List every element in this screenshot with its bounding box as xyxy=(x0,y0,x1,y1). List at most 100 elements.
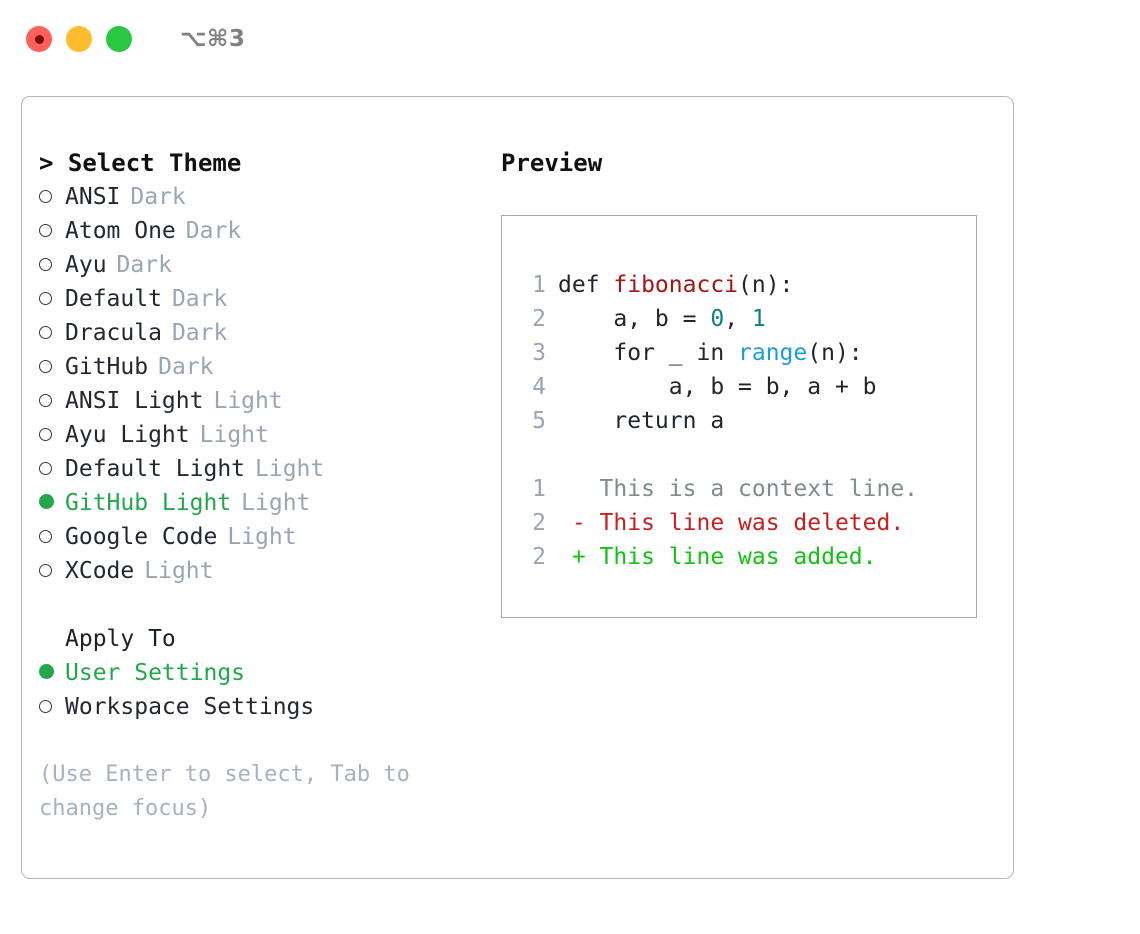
theme-option-label: XCode xyxy=(65,558,135,584)
code-line: 4 a, b = b, a + b xyxy=(522,370,976,404)
code-token-plain: a, b = b, a + b xyxy=(558,374,877,400)
code-line-content: a, b = 0, 1 xyxy=(558,302,766,336)
theme-option-github-light[interactable]: GitHub Light Light xyxy=(39,486,489,520)
radio-unselected-icon[interactable] xyxy=(39,360,65,373)
radio-dot xyxy=(39,700,52,713)
apply-to-option-user-settings[interactable]: User Settings xyxy=(39,656,489,690)
radio-unselected-icon[interactable] xyxy=(39,700,65,713)
radio-unselected-icon[interactable] xyxy=(39,190,65,203)
line-number: 2 xyxy=(532,510,546,536)
apply-to-option-workspace-settings[interactable]: Workspace Settings xyxy=(39,690,489,724)
code-line-content: for _ in range(n): xyxy=(558,336,863,370)
radio-unselected-icon[interactable] xyxy=(39,326,65,339)
line-number: 5 xyxy=(532,408,546,434)
radio-dot xyxy=(39,360,52,373)
radio-dot xyxy=(39,224,52,237)
code-token-num: 0 xyxy=(710,306,725,332)
code-line: 3 for _ in range(n): xyxy=(522,336,976,370)
radio-dot xyxy=(39,394,52,407)
code-token-builtin: range xyxy=(738,340,808,366)
code-line: 2 a, b = 0, 1 xyxy=(522,302,976,336)
radio-unselected-icon[interactable] xyxy=(39,292,65,305)
theme-option-variant: Light xyxy=(255,456,325,482)
theme-option-label: Default Light xyxy=(65,456,246,482)
preview-heading: Preview xyxy=(501,149,603,177)
diff-line-ctx: 1 This is a context line. xyxy=(522,472,976,506)
radio-unselected-icon[interactable] xyxy=(39,224,65,237)
theme-option-google-code[interactable]: Google Code Light xyxy=(39,520,489,554)
keyboard-hint-text: (Use Enter to select, Tab to change focu… xyxy=(39,762,410,821)
radio-dot xyxy=(39,530,52,543)
theme-option-label: Ayu xyxy=(65,252,107,278)
theme-option-variant: Dark xyxy=(171,320,228,346)
code-token-num: 1 xyxy=(751,306,766,332)
diff-sample: 1 This is a context line.2 - This line w… xyxy=(522,472,976,574)
radio-unselected-icon[interactable] xyxy=(39,564,65,577)
theme-option-label: Google Code xyxy=(65,524,218,550)
radio-unselected-icon[interactable] xyxy=(39,428,65,441)
diff-line-content: - This line was deleted. xyxy=(558,510,905,536)
select-theme-heading: > Select Theme xyxy=(39,149,242,177)
radio-unselected-icon[interactable] xyxy=(39,462,65,475)
apply-to-heading: Apply To xyxy=(65,626,176,652)
theme-option-variant: Light xyxy=(144,558,214,584)
code-token-plain: def xyxy=(558,272,614,298)
radio-dot xyxy=(39,428,52,441)
line-number: 1 xyxy=(532,476,546,502)
diff-line-content: This is a context line. xyxy=(558,476,919,502)
radio-unselected-icon[interactable] xyxy=(39,394,65,407)
theme-option-label: Default xyxy=(65,286,162,312)
theme-option-variant: Dark xyxy=(171,286,228,312)
theme-option-label: Dracula xyxy=(65,320,162,346)
code-token-fn: fibonacci xyxy=(613,272,739,298)
line-number: 2 xyxy=(532,544,546,570)
theme-option-variant: Light xyxy=(241,490,311,516)
spacer xyxy=(522,438,976,472)
window-controls xyxy=(26,26,132,52)
radio-dot xyxy=(39,664,54,679)
code-line-content: def fibonacci(n): xyxy=(558,268,793,302)
theme-option-label: GitHub Light xyxy=(65,490,232,516)
code-token-plain: (n): xyxy=(738,272,794,298)
diff-line-add: 2 + This line was added. xyxy=(522,540,976,574)
theme-option-xcode[interactable]: XCode Light xyxy=(39,554,489,588)
theme-option-default-light[interactable]: Default Light Light xyxy=(39,452,489,486)
theme-option-label: ANSI Light xyxy=(65,388,204,414)
radio-unselected-icon[interactable] xyxy=(39,258,65,271)
minimize-button[interactable] xyxy=(66,26,92,52)
theme-option-dracula[interactable]: Dracula Dark xyxy=(39,316,489,350)
diff-line-del: 2 - This line was deleted. xyxy=(522,506,976,540)
theme-option-label: GitHub xyxy=(65,354,149,380)
theme-option-default[interactable]: Default Dark xyxy=(39,282,489,316)
diff-line-content: + This line was added. xyxy=(558,544,877,570)
radio-selected-icon[interactable] xyxy=(39,664,65,679)
code-line-content: return a xyxy=(558,404,724,438)
apply-to-option-label: User Settings xyxy=(65,660,246,686)
line-number: 1 xyxy=(532,272,546,298)
maximize-button[interactable] xyxy=(106,26,132,52)
close-button[interactable] xyxy=(26,26,52,52)
theme-option-variant: Light xyxy=(227,524,297,550)
code-token-plain: , xyxy=(724,306,752,332)
title-bar: ⌥⌘3 xyxy=(0,0,1140,78)
radio-selected-icon[interactable] xyxy=(39,494,65,509)
radio-dot xyxy=(39,326,52,339)
radio-dot xyxy=(39,462,52,475)
code-token-plain: (n): xyxy=(807,340,863,366)
radio-dot xyxy=(39,190,52,203)
code-token-plain: for _ in xyxy=(558,340,739,366)
radio-unselected-icon[interactable] xyxy=(39,530,65,543)
apply-to-option-label: Workspace Settings xyxy=(65,694,315,720)
